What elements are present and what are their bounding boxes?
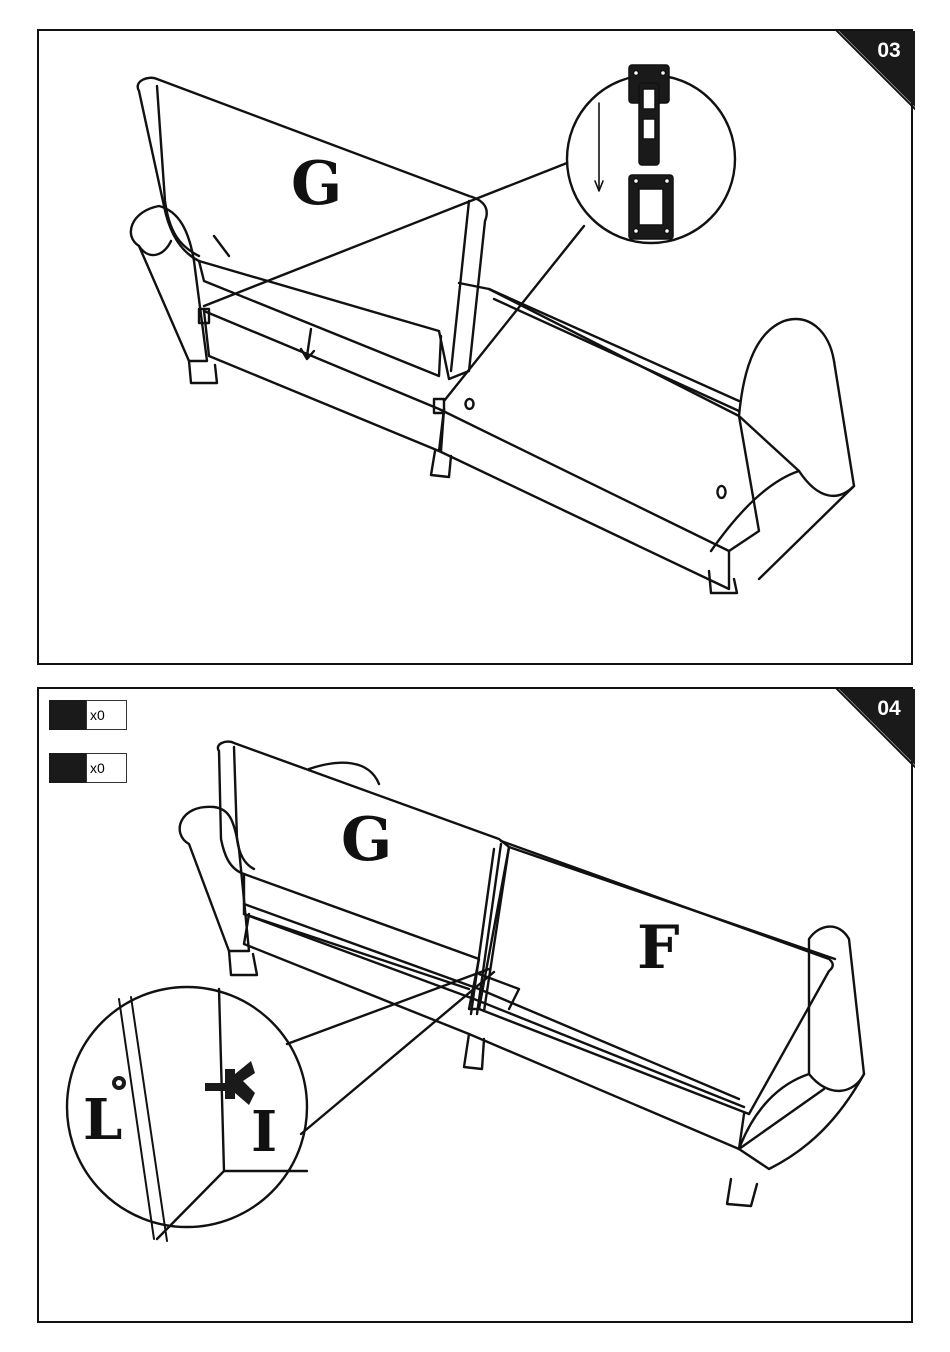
part-label-g: G [291, 149, 342, 219]
step-number: 04 [869, 697, 909, 721]
step-04-panel: 04 x0 x0 G F L I [37, 687, 913, 1323]
step-number: 03 [869, 39, 909, 63]
backrest-g [218, 742, 509, 1009]
hardware-qty-row: x0 [49, 753, 123, 783]
hardware-qty: x0 [86, 753, 127, 783]
part-label-f: F [637, 913, 680, 983]
bracket-detail-icon [629, 65, 673, 239]
sofa-base-frame [204, 283, 759, 551]
hardware-qty-row: x0 [49, 700, 123, 730]
callout-line [444, 226, 584, 401]
bolt-icon [205, 1061, 255, 1105]
hardware-qty: x0 [86, 700, 127, 730]
part-label-g: G [341, 805, 392, 875]
step-03-drawing [39, 31, 915, 667]
hardware-swatch [49, 700, 86, 730]
step-03-panel: 03 G [37, 29, 913, 665]
backrest-g [138, 78, 487, 379]
part-label-l: L [83, 1087, 122, 1153]
step-04-drawing [39, 689, 915, 1325]
sofa-left-arm [131, 206, 207, 361]
callout-line [204, 163, 567, 306]
callout-line [287, 969, 489, 1044]
sofa-right-arm [739, 319, 854, 496]
part-label-i: I [251, 1099, 277, 1165]
sofa-right-arm [809, 927, 864, 1091]
sofa-left-arm [180, 807, 249, 951]
hardware-swatch [49, 753, 86, 783]
sofa-base-frame [244, 874, 469, 989]
